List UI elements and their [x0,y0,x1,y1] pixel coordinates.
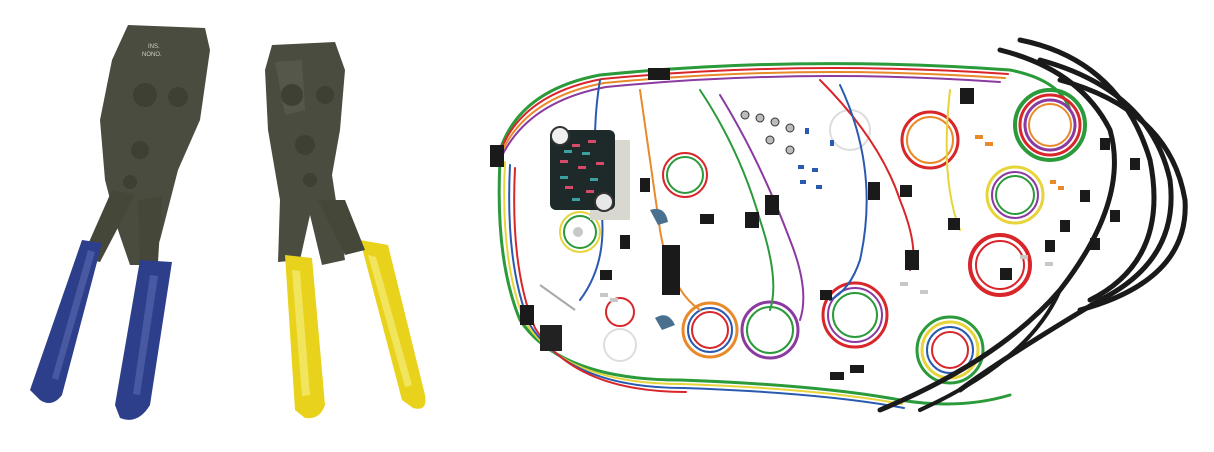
connectors [490,68,1140,380]
wire-coil [968,233,1032,297]
wire-coil [985,165,1045,225]
wire-coil [821,281,889,349]
crimping-tool-yellow [265,42,426,419]
wiring-harness-kit [497,37,1188,413]
fuse-block [550,126,630,220]
tool-stamp: NONO. [142,52,162,58]
wire-coil [915,315,985,385]
crimping-tool-blue: INS. NONO. [30,25,210,420]
wire-coil [559,211,601,253]
wire-coil [662,152,708,198]
wire-coil [1013,88,1087,162]
tool-stamp: INS. [148,44,160,50]
wire-coil [681,301,739,359]
wire-coil [900,110,960,170]
small-parts [539,110,1064,330]
wire-coil [603,297,637,362]
